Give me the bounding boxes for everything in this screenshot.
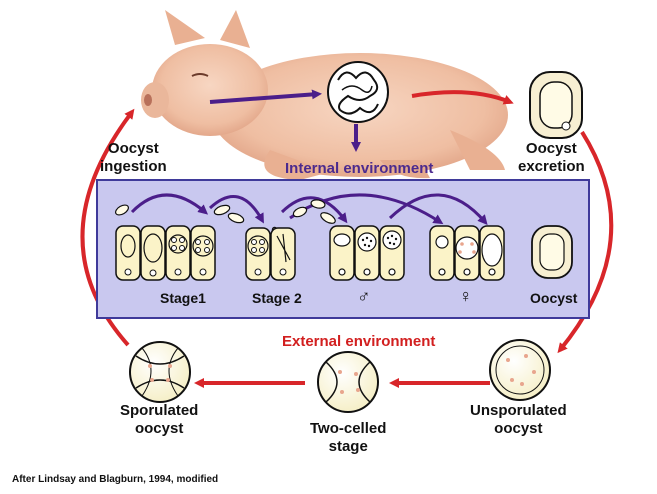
oocyst-in-gut <box>531 225 573 279</box>
female-symbol-label: ♀ <box>459 286 473 306</box>
male-gamete-cells <box>329 225 405 281</box>
stage1-label: Stage1 <box>160 290 206 306</box>
ingestion-line2: ingestion <box>100 158 167 175</box>
ingestion-line1: Oocyst <box>107 140 159 157</box>
merozoites <box>115 199 336 238</box>
sporulated-line2: oocyst <box>134 420 184 437</box>
excreted-oocyst <box>529 71 583 139</box>
two-celled-line2: stage <box>328 438 368 455</box>
stage2-cells <box>245 227 296 281</box>
internal-environment-title: Internal environment <box>285 160 434 177</box>
sporulated-oocyst <box>129 341 191 403</box>
female-gamete-cells <box>429 225 505 281</box>
external-environment-title: External environment <box>282 333 436 350</box>
oocyst-ingestion-label: Oocyst ingestion <box>100 140 167 176</box>
excretion-line2: excretion <box>518 158 585 175</box>
two-celled-line1: Two-celled <box>310 420 387 437</box>
sporulated-line1: Sporulated <box>120 402 199 419</box>
excretion-line1: Oocyst <box>525 140 577 157</box>
sporulated-oocyst-label: Sporulated oocyst <box>120 402 198 438</box>
internal-arrows <box>209 89 361 152</box>
oocyst-excretion-label: Oocyst excretion <box>518 140 585 176</box>
intestine-icon <box>327 61 389 123</box>
unsporulated-line2: oocyst <box>494 420 543 437</box>
stage1-cells <box>115 225 216 281</box>
male-symbol-label: ♂ <box>357 286 371 306</box>
stage-arrows <box>130 193 488 226</box>
two-celled-oocyst <box>317 351 379 413</box>
unsporulated-oocyst <box>489 339 551 401</box>
pig-illustration <box>141 10 508 180</box>
stage2-label: Stage 2 <box>252 290 302 306</box>
unsporulated-line1: Unsporulated <box>470 402 567 419</box>
unsporulated-oocyst-label: Unsporulated oocyst <box>470 402 567 438</box>
two-celled-stage-label: Two-celled stage <box>310 420 386 456</box>
source-credit: After Lindsay and Blagburn, 1994, modifi… <box>12 474 219 485</box>
oocyst-stage-label: Oocyst <box>530 290 578 306</box>
